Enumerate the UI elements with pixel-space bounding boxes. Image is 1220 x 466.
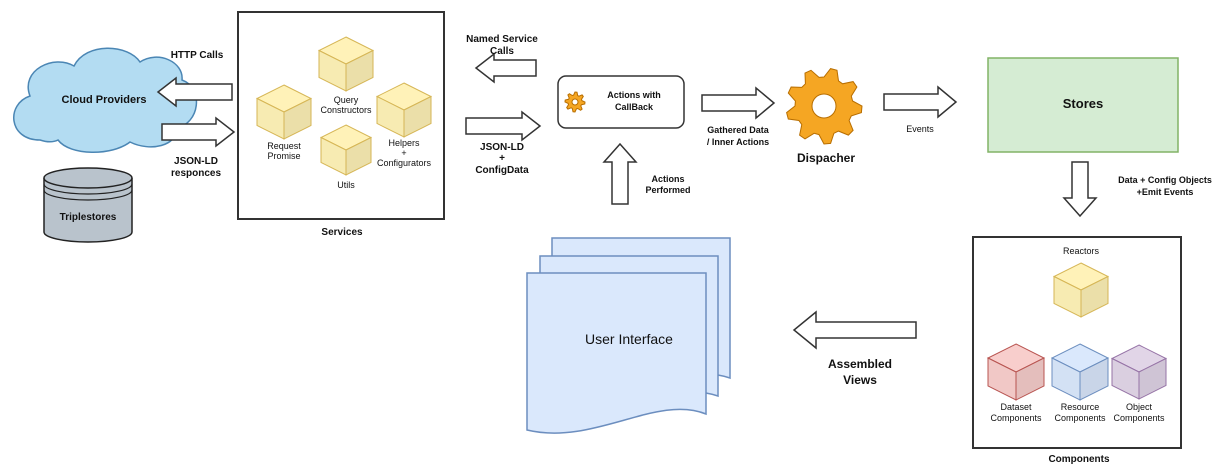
jsonld-responses-line2: responces xyxy=(171,168,221,179)
cylinder-ring xyxy=(43,189,133,201)
services-caption: Services xyxy=(321,227,363,238)
object-label-2: Components xyxy=(1113,413,1165,423)
components-caption: Components xyxy=(1048,454,1110,465)
dispatcher-label: Dispacher xyxy=(797,151,855,165)
utils-label: Utils xyxy=(337,180,355,190)
request-label-1: Request xyxy=(267,141,301,151)
dispatcher: Dispacher xyxy=(786,68,863,165)
query-constructors-cube xyxy=(317,36,375,92)
arrow-gathered-data: Gathered Data / Inner Actions xyxy=(701,86,776,147)
assembled-line2: Views xyxy=(843,373,877,387)
cube-right-face xyxy=(1015,357,1045,401)
request-promise-cube xyxy=(255,84,313,140)
gear-hole xyxy=(811,93,837,119)
resource-label-2: Components xyxy=(1054,413,1106,423)
cube-right-face xyxy=(1080,275,1109,318)
dataset-components-cube xyxy=(986,343,1046,401)
events-label: Events xyxy=(906,124,934,134)
arrow-http-calls: HTTP Calls xyxy=(156,50,233,108)
cylinder-ring xyxy=(43,183,133,195)
data-config-line2: +Emit Events xyxy=(1137,187,1194,197)
jsonld-config-line1: JSON-LD xyxy=(480,142,524,153)
query-label-1: Query xyxy=(334,95,359,105)
triplestores-label: Triplestores xyxy=(60,212,117,223)
arrow-jsonld-config: JSON-LD + ConfigData xyxy=(465,110,542,176)
utils-cube xyxy=(319,124,373,176)
arrow-assembled-views: Assembled Views xyxy=(792,310,917,387)
request-label-2: Promise xyxy=(267,151,300,161)
reactors-cube xyxy=(1052,262,1110,318)
http-calls-label: HTTP Calls xyxy=(171,50,224,61)
cylinder-body xyxy=(43,178,133,243)
jsonld-config-line3: ConfigData xyxy=(475,165,529,176)
arrow-data-config: Data + Config Objects +Emit Events xyxy=(1062,161,1212,218)
arrow-jsonld-responses: JSON-LD responces xyxy=(161,116,236,179)
cloud-providers: Cloud Providers xyxy=(13,47,198,153)
cube-right-face xyxy=(283,97,312,140)
document-front xyxy=(526,272,707,434)
jsonld-responses-line1: JSON-LD xyxy=(174,156,218,167)
cube-right-face xyxy=(1079,357,1109,401)
cube-right-face xyxy=(403,95,432,138)
cylinder-top xyxy=(43,167,133,189)
stores-box: Stores xyxy=(987,57,1179,153)
query-label-2: Constructors xyxy=(320,105,372,115)
jsonld-config-line2: + xyxy=(499,153,505,164)
triplestores: Triplestores xyxy=(43,167,133,243)
cube-right-face xyxy=(345,136,372,176)
components-box: Reactors Dataset Components Resource Com… xyxy=(972,236,1182,449)
cloud-shape xyxy=(13,47,198,153)
arrow-actions-performed: Actions Performed xyxy=(602,142,691,205)
cloud-label: Cloud Providers xyxy=(62,94,147,106)
resource-components-cube xyxy=(1050,343,1110,401)
helpers-label-3: Configurators xyxy=(377,158,432,168)
object-components-cube xyxy=(1110,344,1168,400)
actions-callback-box: Actions with CallBack xyxy=(557,75,685,129)
cube-right-face xyxy=(345,49,374,92)
services-box: Query Constructors Request Promise Helpe… xyxy=(237,11,445,220)
cube-right-face xyxy=(1138,357,1167,400)
user-interface: User Interface xyxy=(526,237,731,434)
named-service-line1: Named Service xyxy=(466,34,538,45)
gathered-line1: Gathered Data xyxy=(707,125,770,135)
dataset-label-1: Dataset xyxy=(1000,402,1032,412)
data-config-line1: Data + Config Objects xyxy=(1118,175,1212,185)
helpers-label-2: + xyxy=(401,148,406,158)
arrow-named-service-calls: Named Service Calls xyxy=(466,34,538,84)
stores-label: Stores xyxy=(1063,96,1103,111)
gear-icon xyxy=(564,91,586,113)
gear-icon xyxy=(786,68,863,145)
actions-label-1: Actions with xyxy=(607,90,661,100)
helpers-configurators-cube xyxy=(375,82,433,138)
helpers-label-1: Helpers xyxy=(388,138,420,148)
resource-label-1: Resource xyxy=(1061,402,1100,412)
gear-hole xyxy=(571,98,579,106)
actions-performed-line1: Actions xyxy=(651,174,684,184)
object-label-1: Object xyxy=(1126,402,1153,412)
user-interface-label: User Interface xyxy=(585,331,673,347)
actions-performed-line2: Performed xyxy=(645,185,690,195)
reactors-label: Reactors xyxy=(1063,246,1100,256)
named-service-line2: Calls xyxy=(490,46,514,57)
arrow-events: Events xyxy=(883,85,958,134)
assembled-line1: Assembled xyxy=(828,357,892,371)
actions-label-2: CallBack xyxy=(615,102,654,112)
gathered-line2: / Inner Actions xyxy=(707,137,769,147)
dataset-label-2: Components xyxy=(990,413,1042,423)
